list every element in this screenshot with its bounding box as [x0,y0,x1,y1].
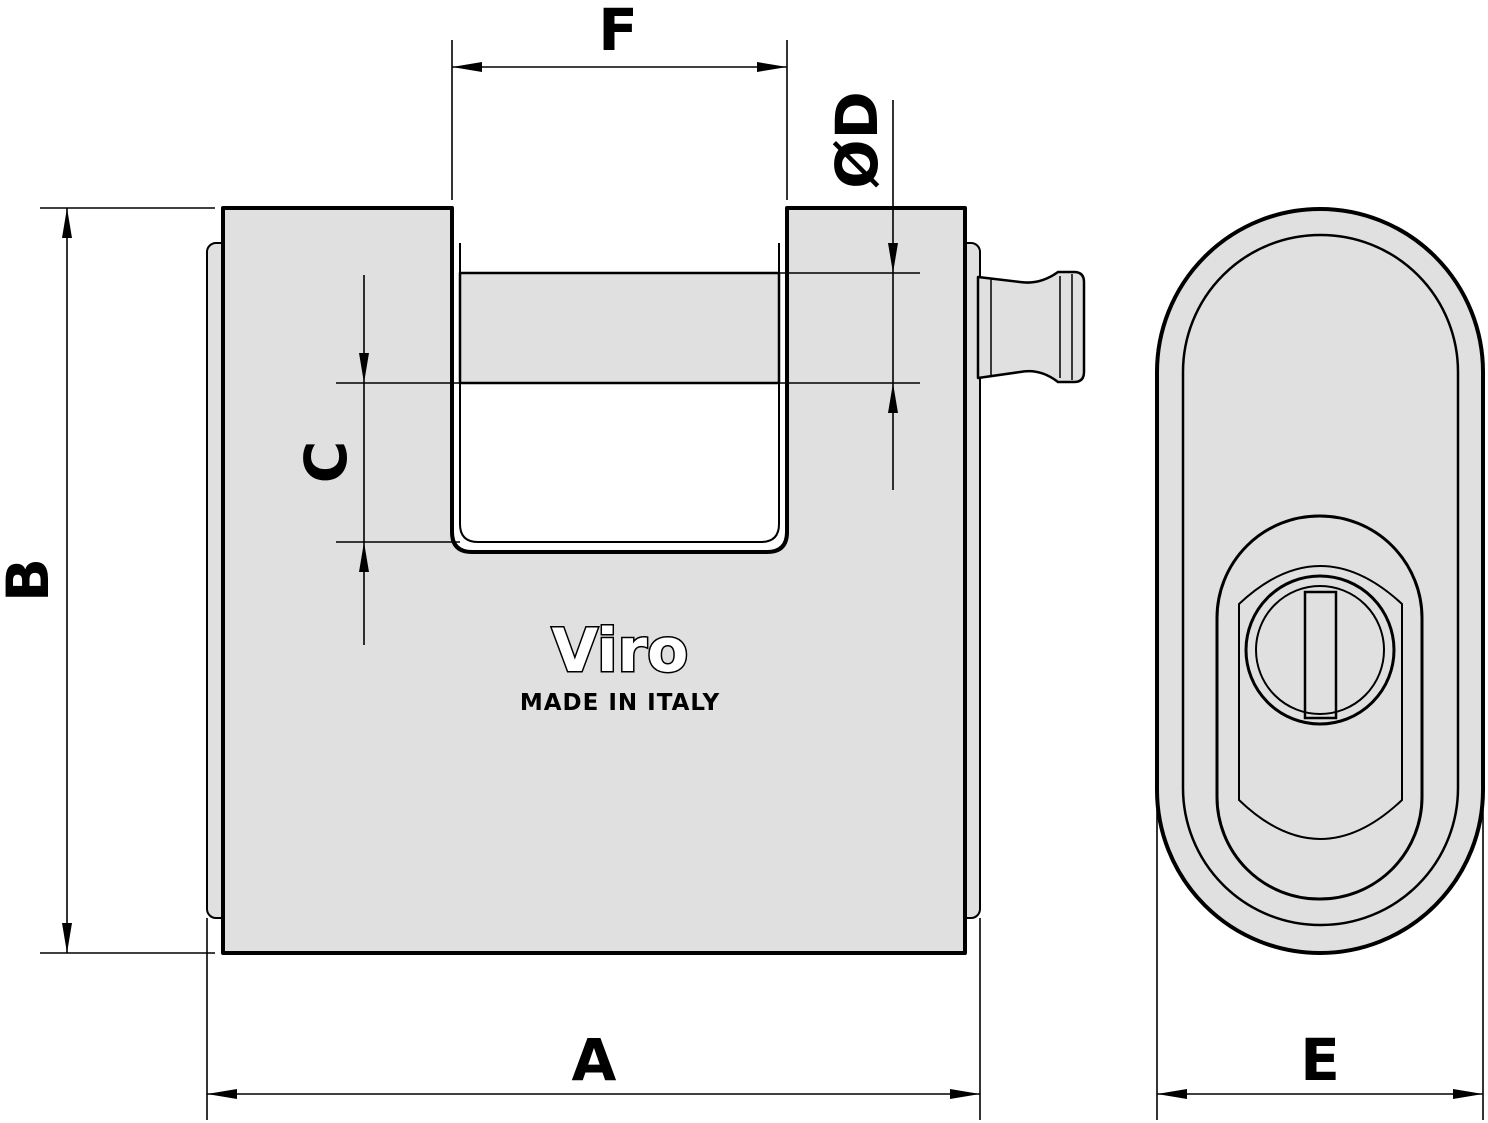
origin-label: MADE IN ITALY [520,690,720,716]
lock-body [221,206,967,955]
key-cylinder [1244,574,1396,726]
front-view [206,206,1086,955]
side-inner-shell [1181,233,1460,927]
keyway-slot [1303,590,1338,720]
cylinder-plate [1215,514,1424,901]
dim-d-label: ØD [823,91,891,188]
shackle-bar [458,271,781,385]
dim-a-label: A [572,1026,617,1094]
dim-c-label: C [292,441,360,484]
dim-b-label: B [0,558,62,602]
key-cylinder-inner [1255,585,1385,715]
dim-f-label: F [598,0,638,64]
dim-e-label: E [1300,1026,1340,1094]
locking-pin [976,270,1086,384]
dimension-lines [40,40,1484,1120]
side-view [1155,207,1485,955]
shackle-window-edge [459,243,780,543]
cylinder-plate-inner [1238,565,1403,840]
brand-logo: Viro [552,616,689,686]
